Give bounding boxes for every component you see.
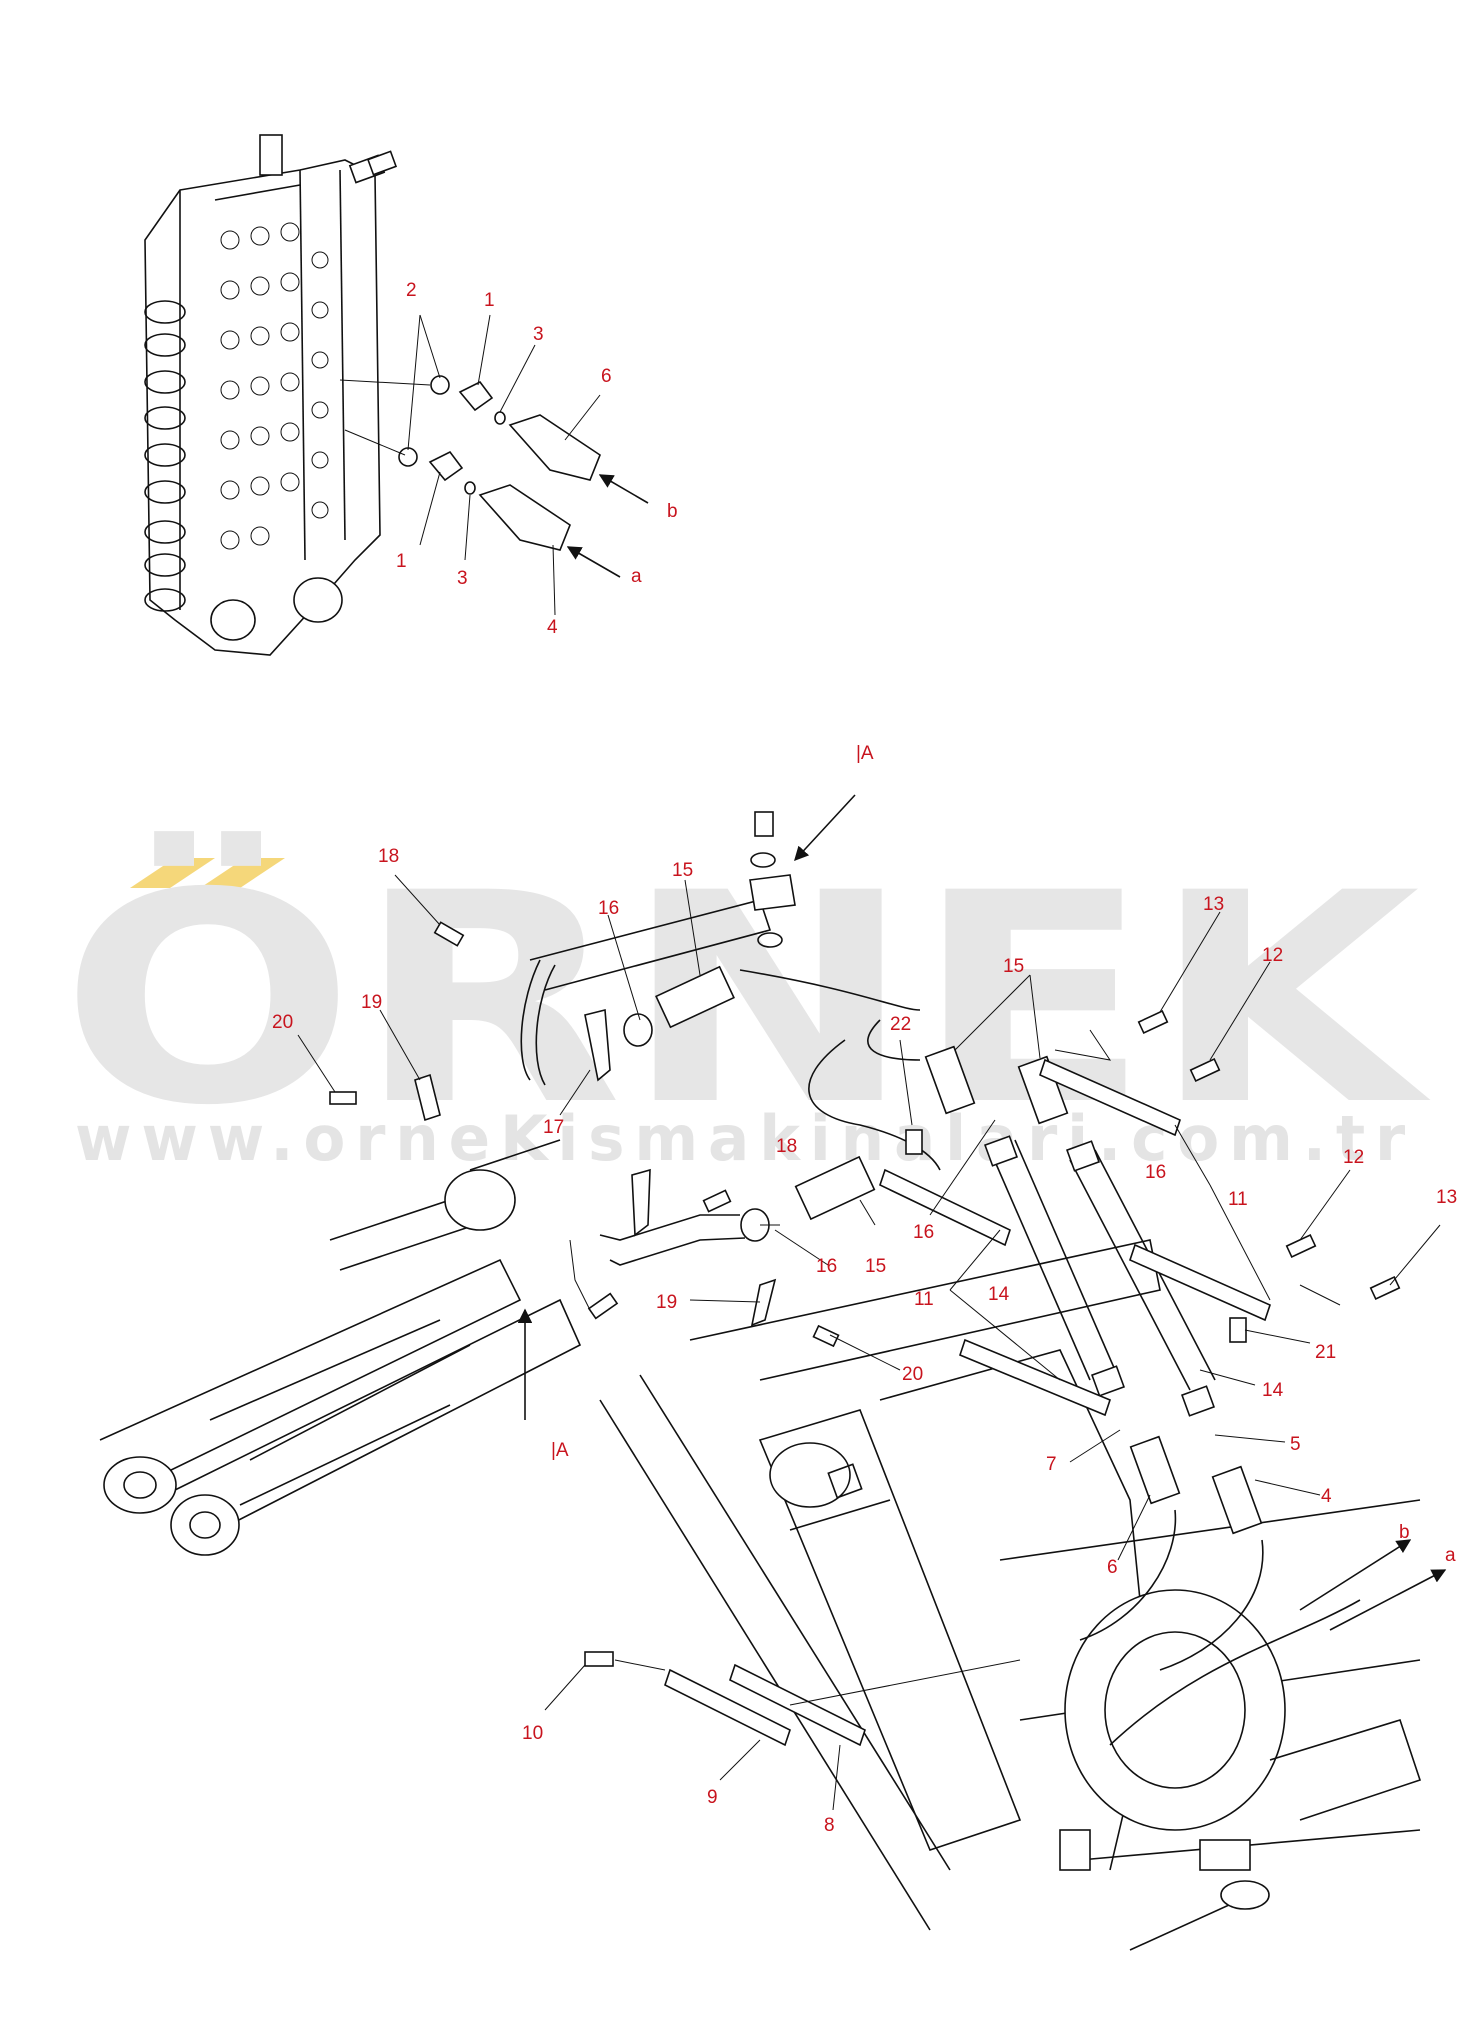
view-label-a-top: |A [856, 743, 874, 764]
part-label-14: 14 [988, 1284, 1010, 1305]
part-label-15-right: 15 [1003, 956, 1024, 977]
part-label-6-main: 6 [1107, 1557, 1118, 1578]
part-label-15: 15 [672, 860, 693, 881]
part-label-20-lower: 20 [902, 1364, 923, 1385]
main-labels: |A |A 18 15 16 19 20 17 13 12 15 22 16 1… [272, 743, 1457, 1836]
part-label-3: 3 [533, 324, 544, 345]
part-label-14-lower: 14 [1262, 1380, 1284, 1401]
part-label-1-lower: 1 [396, 551, 407, 572]
part-label-21: 21 [1315, 1342, 1336, 1363]
part-label-19-lower: 19 [656, 1292, 677, 1313]
part-label-10: 10 [522, 1723, 543, 1744]
flow-label-b-main: b [1399, 1522, 1410, 1543]
part-label-19: 19 [361, 992, 382, 1013]
part-label-7: 7 [1046, 1454, 1057, 1475]
part-label-17: 17 [543, 1117, 564, 1138]
part-label-16: 16 [598, 898, 619, 919]
flow-label-a: a [631, 566, 642, 587]
boom-assembly-drawing [99, 794, 1447, 1951]
watermark-accent-left [130, 858, 215, 888]
part-label-16-mid: 16 [816, 1256, 837, 1277]
control-valve-drawing [144, 134, 649, 656]
part-label-15-mid: 15 [865, 1256, 886, 1277]
part-label-11: 11 [1228, 1189, 1248, 1210]
main-leader-lines [297, 874, 1441, 1811]
part-label-4-main: 4 [1321, 1486, 1332, 1507]
part-label-16-center: 16 [913, 1222, 934, 1243]
part-label-12: 12 [1262, 945, 1283, 966]
watermark: ÖRNEK www.orneKismakinalari.com.tr [60, 828, 1433, 1175]
top-labels: 2 1 3 6 b 1 3 a 4 [396, 280, 678, 638]
part-label-2: 2 [406, 280, 417, 301]
part-label-13-lower: 13 [1436, 1187, 1457, 1208]
watermark-accent-right [200, 858, 285, 888]
part-label-13: 13 [1203, 894, 1224, 915]
part-label-5: 5 [1290, 1434, 1301, 1455]
part-label-9: 9 [707, 1787, 718, 1808]
part-label-16-right: 16 [1145, 1162, 1166, 1183]
part-label-18-mid: 18 [776, 1136, 797, 1157]
part-label-22: 22 [890, 1014, 911, 1035]
part-label-12-lower: 12 [1343, 1147, 1364, 1168]
part-label-11-lower: 11 [914, 1289, 934, 1310]
part-label-1: 1 [484, 290, 495, 311]
part-label-20: 20 [272, 1012, 293, 1033]
flow-label-a-main: a [1445, 1545, 1456, 1566]
part-label-18: 18 [378, 846, 399, 867]
part-label-4: 4 [547, 617, 558, 638]
part-label-8: 8 [824, 1815, 835, 1836]
part-label-6: 6 [601, 366, 612, 387]
watermark-url: www.orneKismakinalari.com.tr [75, 1102, 1415, 1175]
watermark-brand: ÖRNEK [60, 828, 1433, 1169]
flow-label-b: b [667, 501, 678, 522]
part-label-3-lower: 3 [457, 568, 468, 589]
view-label-a-bottom: |A [551, 1440, 569, 1461]
